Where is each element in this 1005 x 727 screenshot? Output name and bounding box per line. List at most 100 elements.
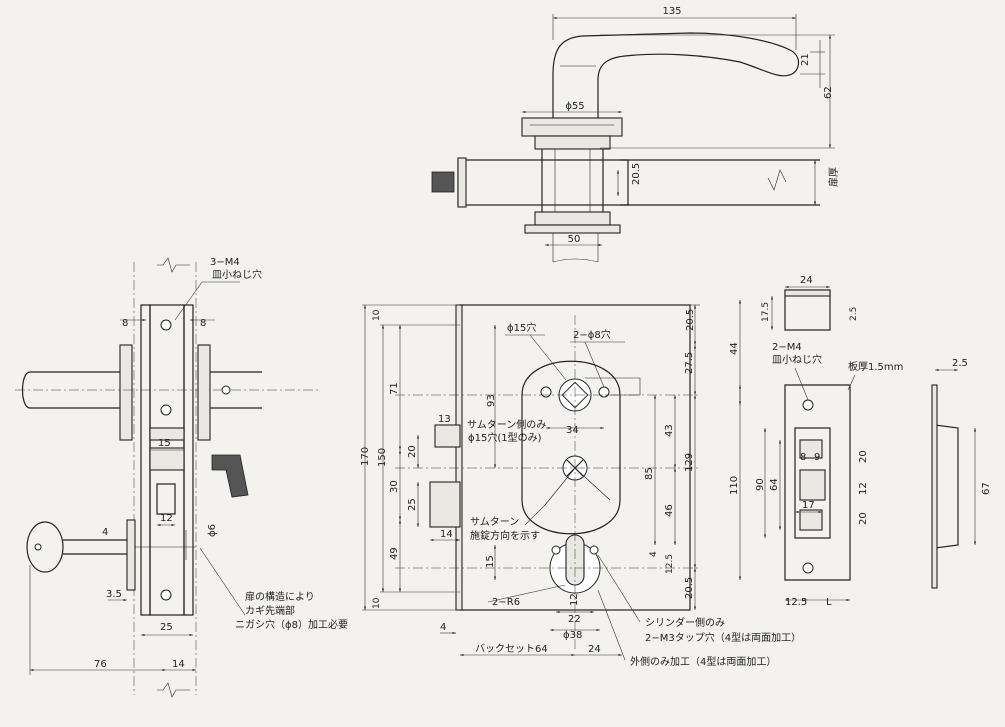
screw-hole-bottom <box>160 589 172 601</box>
side-note-line1: 扉の構造により <box>245 590 315 603</box>
strike-dim-90: 90 <box>755 478 766 491</box>
thumbturn-dir-line1: サムターン <box>470 516 519 528</box>
key-blade <box>63 539 131 555</box>
rose-side <box>119 344 133 441</box>
strike-dim-8: 8 <box>800 452 806 463</box>
dim-49: 49 <box>389 547 400 560</box>
strike-dim-44: 44 <box>729 342 740 355</box>
faceplate-front <box>455 304 463 611</box>
strike-view: 24 17.5 2.5 44 110 90 64 8 9 20 12 20 17… <box>729 275 992 608</box>
strike-dim-110: 110 <box>729 476 740 495</box>
dim-4-front: 4 <box>440 622 446 633</box>
dim-15: 15 <box>158 438 171 449</box>
dim-24-front: 24 <box>588 644 601 655</box>
dim-4-right: 4 <box>649 551 659 557</box>
dim-25-side: 25 <box>160 622 173 633</box>
lever-handle <box>552 32 800 118</box>
latch-front <box>434 424 461 448</box>
dim-14-front: 14 <box>440 529 453 540</box>
side-note-line2: カギ先端部 <box>245 604 295 617</box>
strike-dim-20b: 20 <box>858 512 869 525</box>
deadbolt-front <box>429 481 461 528</box>
thumb-turn <box>211 454 249 498</box>
strike-screw-bottom <box>802 562 814 574</box>
dim-50: 50 <box>568 234 581 245</box>
latch-bolt <box>431 171 455 193</box>
strike-dim-64: 64 <box>769 478 780 491</box>
screw-note-line1: 3−M4 <box>210 257 240 268</box>
rose <box>521 117 623 137</box>
dim-14-side: 14 <box>172 659 185 670</box>
dim-20-5-bot: 20.5 <box>684 577 695 599</box>
dim-phi38: ϕ38 <box>563 630 582 641</box>
screw-note-line2: 皿小ねじ穴 <box>212 268 262 281</box>
front-view: 170 150 10 10 71 93 20 30 25 49 15 13 14… <box>360 304 801 668</box>
strike-side-2-5: 2.5 <box>952 358 968 369</box>
strike-side-profile <box>934 385 959 588</box>
dim-170: 170 <box>360 447 371 466</box>
dim-8-left: 8 <box>122 318 128 329</box>
strike-dim-L: L <box>826 597 832 608</box>
thumbturn-only-label: サムターン側のみ <box>467 418 546 431</box>
strike-top-24: 24 <box>800 275 813 286</box>
dim-phi6: ϕ6 <box>207 524 218 537</box>
hole15-label: ϕ15穴 <box>507 321 536 334</box>
strike-dim-9: 9 <box>814 452 820 463</box>
hole15-type1-label: ϕ15穴(1型のみ) <box>468 431 542 444</box>
dim-85: 85 <box>644 467 655 480</box>
dim-129: 129 <box>684 453 695 472</box>
strike-dim-12-5: 12.5 <box>785 597 807 608</box>
dim-12-side: 12 <box>160 513 173 524</box>
dim-30: 30 <box>389 480 400 493</box>
hole-8-right <box>598 386 610 398</box>
dim-27-5: 27.5 <box>684 352 695 374</box>
dim-93: 93 <box>486 394 497 407</box>
hole8-label: 2−ϕ8穴 <box>573 328 611 341</box>
dim-4-side: 4 <box>102 527 108 538</box>
strike-screw-line2: 皿小ねじ穴 <box>772 353 822 366</box>
side-note-line3: ニガシ穴（ϕ8）加工必要 <box>235 618 348 631</box>
side-view: 8 8 15 12 4 ϕ6 3.5 25 76 14 3−M4 皿小ねじ穴 扉… <box>15 257 348 698</box>
handle-view: 135 21 62 ϕ55 20.5 50 扉厚 <box>431 6 840 263</box>
dim-20-front: 20 <box>407 445 418 458</box>
spindle-block-top <box>534 135 611 150</box>
strike-top-2-5: 2.5 <box>849 307 859 321</box>
cyl-only-label: シリンダー側のみ <box>645 616 725 629</box>
tap-note-label: 2−M3タップ穴（4型は両面加工） <box>645 631 801 644</box>
outside-note-label: 外側のみ加工（4型は両面加工） <box>630 655 776 668</box>
dim-12-front: 12 <box>569 593 580 606</box>
dim-22: 22 <box>568 614 581 625</box>
strike-dim-17: 17 <box>802 500 815 511</box>
strike-pocket <box>794 427 831 539</box>
latch-mech-2 <box>149 447 185 471</box>
dim-135: 135 <box>662 6 681 17</box>
dim-150: 150 <box>377 448 388 467</box>
dim-71: 71 <box>389 382 400 395</box>
dim-43: 43 <box>664 424 675 437</box>
dim-dia55: ϕ55 <box>565 101 584 112</box>
r6-label: 2−R6 <box>492 597 520 608</box>
latch-mech-1 <box>149 427 185 441</box>
dim-21: 21 <box>800 53 811 66</box>
dim-13: 13 <box>438 414 451 425</box>
strike-top-17-5: 17.5 <box>761 302 771 322</box>
dim-8-right: 8 <box>200 318 206 329</box>
dim-46: 46 <box>664 504 675 517</box>
door-thickness-label: 扉厚 <box>827 167 840 187</box>
strike-dim-20a: 20 <box>858 450 869 463</box>
screw-hole-top <box>160 319 172 331</box>
strike-screw-top <box>802 399 814 411</box>
dim-20-5-top: 20.5 <box>685 309 696 331</box>
backset-label: バックセット64 <box>475 643 548 655</box>
dim-62: 62 <box>823 86 834 99</box>
spindle-block-bottom <box>534 211 611 226</box>
dim-76: 76 <box>94 659 107 670</box>
key-bow <box>26 521 64 573</box>
dim-3-5: 3.5 <box>106 589 122 600</box>
dim-34: 34 <box>566 425 579 436</box>
strike-side-67: 67 <box>981 482 992 495</box>
escutcheon-outline <box>521 360 621 535</box>
dim-10-top: 10 <box>372 309 382 321</box>
dim-12-5-right: 12.5 <box>665 554 675 574</box>
